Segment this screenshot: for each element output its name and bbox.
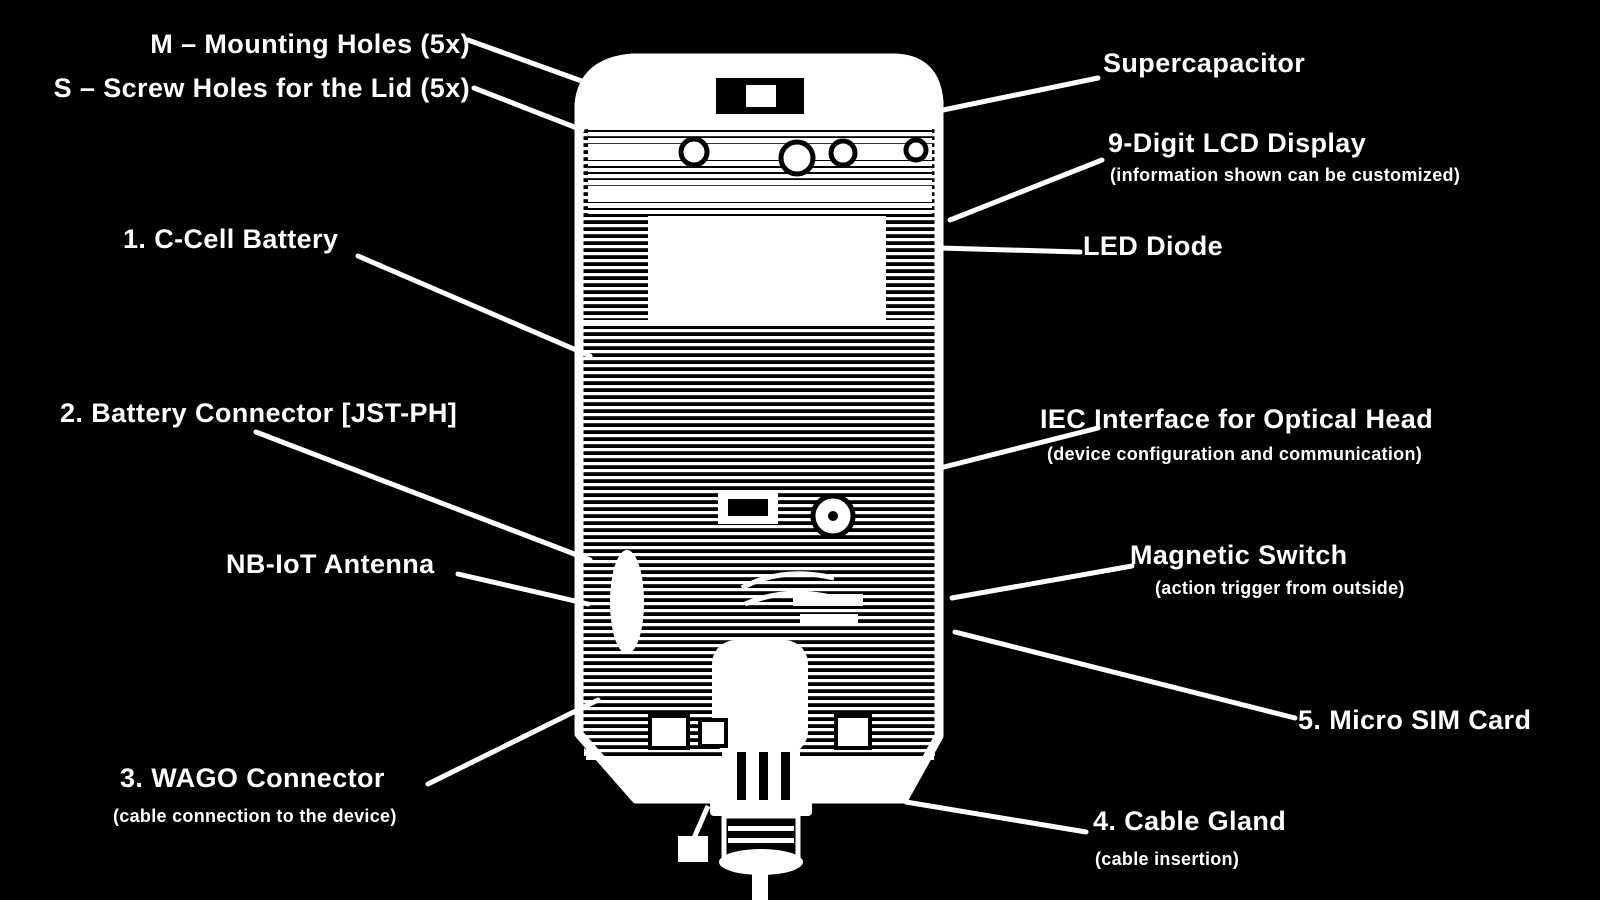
label-iec-interface-sub: (device configuration and communication) [1047, 444, 1423, 464]
leader-line-nbiot-antenna [455, 571, 591, 607]
screw-icon [778, 139, 816, 177]
gland-mount [712, 640, 808, 755]
antenna-coil [610, 550, 644, 654]
magnetic-switch-mark [800, 614, 858, 624]
label-lcd-display-sub: (information shown can be customized) [1110, 165, 1461, 185]
upper-board [588, 126, 932, 216]
gland-rib [781, 752, 790, 800]
gland-cap [719, 849, 803, 875]
terminal-block [834, 714, 872, 750]
tab-link-line [691, 804, 711, 840]
cable-gland [710, 750, 812, 900]
screw-icon [678, 136, 710, 168]
label-cable-gland: 4. Cable Gland [1093, 806, 1287, 836]
label-micro-sim-card: 5. Micro SIM Card [1298, 705, 1532, 735]
label-group-top-left: M – Mounting Holes (5x) S – Screw Holes … [10, 22, 470, 110]
leader-line-led-diode [937, 245, 1083, 255]
magnetic-switch-mark [793, 594, 863, 606]
battery-connector-slot [728, 499, 768, 516]
label-screw-holes: S – Screw Holes for the Lid (5x) [53, 73, 470, 103]
label-supercapacitor: Supercapacitor [1103, 48, 1306, 78]
gland-barrel-rib [728, 838, 794, 843]
gland-flange [710, 800, 812, 816]
leader-line-supercapacitor [940, 75, 1101, 113]
label-magnetic-switch-sub: (action trigger from outside) [1155, 578, 1405, 598]
label-wago-connector: 3. WAGO Connector [120, 763, 385, 793]
leader-line-screw-holes [471, 85, 585, 133]
leader-line-micro-sim [952, 629, 1298, 721]
label-wago-connector-sub: (cable connection to the device) [113, 806, 397, 826]
label-cable-gland-sub: (cable insertion) [1095, 849, 1240, 869]
label-magnetic-switch: Magnetic Switch [1130, 540, 1348, 570]
panel-divider [582, 320, 936, 326]
screw-icon [828, 138, 858, 168]
lcd-display [648, 216, 886, 320]
supercapacitor-terminal-pin [746, 85, 776, 107]
leader-line-c-cell-battery [355, 253, 593, 359]
label-led-diode: LED Diode [1083, 231, 1224, 261]
leader-line-cable-gland [903, 799, 1089, 835]
gland-barrel-rib [728, 826, 794, 831]
terminal-block [648, 714, 690, 750]
gland-rib [759, 752, 768, 800]
leader-line-wago-connector [425, 697, 601, 787]
label-battery-connector: 2. Battery Connector [JST-PH] [60, 398, 458, 428]
leader-line-iec-interface [937, 425, 1101, 471]
label-iec-interface: IEC Interface for Optical Head [1040, 404, 1434, 434]
leader-line-magnetic-switch [949, 563, 1135, 601]
label-mounting-holes: M – Mounting Holes (5x) [150, 29, 470, 59]
label-lcd-display: 9-Digit LCD Display [1108, 128, 1367, 158]
gland-rib [737, 752, 746, 800]
device-illustration [574, 53, 944, 900]
optical-interface-center [828, 511, 838, 521]
mounting-tab [678, 836, 708, 862]
leader-line-lcd-display [947, 157, 1105, 223]
label-c-cell-battery: 1. C-Cell Battery [123, 224, 339, 254]
cable [752, 872, 768, 900]
terminal-block [698, 718, 728, 748]
leader-lines [253, 37, 1298, 835]
wire [740, 571, 835, 591]
screw-icon [903, 137, 929, 163]
label-nbiot-antenna: NB-IoT Antenna [226, 549, 435, 579]
leader-line-battery-connector [253, 429, 593, 563]
